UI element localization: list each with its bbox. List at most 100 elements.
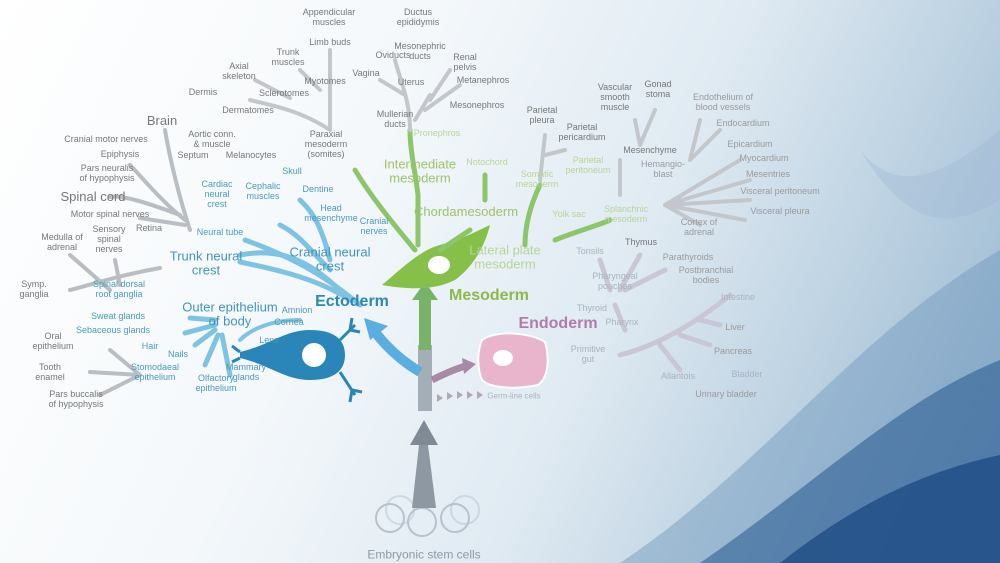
node-label: Aortic conn. & muscle [188,129,236,149]
node-label: Stomodaeal epithelium [130,362,180,382]
node-label: Limb buds [309,37,351,48]
node-label: Mesenchyme [623,145,677,156]
node-label: Thyroid [576,303,608,314]
node-label: Oviducts [375,50,411,61]
ectoderm-label: Ectoderm [315,293,389,311]
node-label: Mullerian ducts [376,109,414,129]
node-label: Sebaceous glands [75,325,151,336]
node-label: Tonsils [576,246,604,257]
endoderm-arrow [430,362,467,384]
node-label: Visceral pleura [750,206,810,217]
node-label: Hemangio- blast [640,159,686,179]
node-label: Allantois [660,371,696,382]
node-label: Liver [725,322,745,333]
node-label: Lateral plate mesoderm [469,242,541,272]
node-label: Septum [177,150,209,161]
node-label: Tooth enamel [35,362,65,382]
node-label: Pharyngeal pouches [592,271,638,291]
node-label: Dermis [188,87,218,98]
node-label: Metanephros [456,75,510,86]
node-label: Motor spinal nerves [70,209,150,220]
node-label: Endocardium [716,118,770,129]
node-label: Visceral peritoneum [740,186,820,197]
node-label: Trunk muscles [271,47,305,67]
node-label: Skull [282,166,302,177]
node-label: Paraxial mesoderm (somites) [304,129,348,159]
node-label: Epicardium [727,139,773,150]
node-label: Outer epithelium of body [182,299,278,329]
node-label: Dentine [302,184,334,195]
node-label: Cranial neural crest [289,244,371,274]
node-label: Cranial nerves [359,216,389,236]
node-label: Parietal pleura [526,105,558,125]
node-label: Cardiac neural crest [201,179,233,209]
endoderm-cell-icon [477,332,549,389]
node-label: Renal pelvis [453,52,477,72]
node-label: Oral epithelium [32,331,74,351]
node-label: Cephalic muscles [245,181,281,201]
node-label: Gonad stoma [644,79,672,99]
node-label: Medulla of adrenal [41,232,83,252]
node-label: Pronephros [413,128,461,139]
mesoderm-label: Mesoderm [448,287,530,305]
node-label: Spinal cord [60,188,126,204]
embryonic-stem-cells-label: Embryonic stem cells [367,547,481,562]
node-label: Mesonephric ducts [394,41,446,61]
node-label: Pars neuralis of hypophysis [79,163,135,183]
node-label: Postbranchial bodies [678,265,734,285]
node-label: Myotomes [304,76,346,87]
node-label: Yolk sac [552,209,586,220]
node-label: Endothelium of blood vessels [692,92,754,112]
node-label: Intestine [720,292,756,303]
node-label: Vascular smooth muscle [597,82,633,112]
node-label: Appendicular muscles [302,7,356,27]
node-label: Amnion [281,305,313,316]
node-label: Pharynx [605,317,639,328]
node-label: Symp. ganglia [19,279,49,299]
node-label: Neural tube [196,227,244,238]
trunk-arrow [412,445,436,508]
node-label: Splanchnic mesoderm [603,204,649,224]
node-label: Parietal peritoneum [565,155,611,175]
node-label: Epiphysis [100,149,140,160]
ectoderm-branches [182,197,363,378]
node-label: Head mesenchyme [304,203,358,223]
node-label: Sensory spinal nerves [92,224,126,254]
node-label: Sclerotomes [258,88,310,99]
node-label: Lens [259,335,279,346]
node-label: Parietal pericardium [558,122,606,142]
node-label: Brain [146,112,178,128]
node-label: Primitive gut [570,344,606,364]
node-label: Axial skeleton [222,61,256,81]
node-label: Pancreas [713,346,753,357]
node-label: Thymus [624,237,658,248]
node-label: Somatic mesoderm [515,169,559,189]
endoderm-label: Endoderm [518,315,598,333]
node-label: Mammary glands [226,362,266,382]
node-label: Retina [135,223,163,234]
node-label: Intermediate mesoderm [383,156,457,186]
node-label: Ductus epididymis [396,7,440,27]
germ-line-chevrons [437,391,483,402]
neural-tube-branches [68,128,192,397]
node-label: Cortex of adrenal [680,217,718,237]
endoderm-branches [597,252,733,373]
mesoderm-arrow [412,282,438,350]
germ-line-cells-label: Germ-line cells [487,391,541,401]
node-label: Cranial motor nerves [64,134,148,145]
node-label: Melanocytes [225,150,277,161]
mesoderm-cell-icon [382,225,490,289]
ectoderm-arrow [371,328,423,377]
node-label: Cornea [274,317,304,328]
node-label: Bladder [731,369,763,380]
mesoderm-branches [352,127,613,253]
node-label: Uterus [397,77,425,88]
node-label: Trunk neural crest [169,248,243,278]
mesoderm-gray-branches [248,48,752,227]
node-label: Mesentries [745,169,791,180]
node-label: Vagina [352,68,380,79]
node-label: Mesonephros [449,100,505,111]
node-label: Spinal dorsal root ganglia [92,279,146,299]
